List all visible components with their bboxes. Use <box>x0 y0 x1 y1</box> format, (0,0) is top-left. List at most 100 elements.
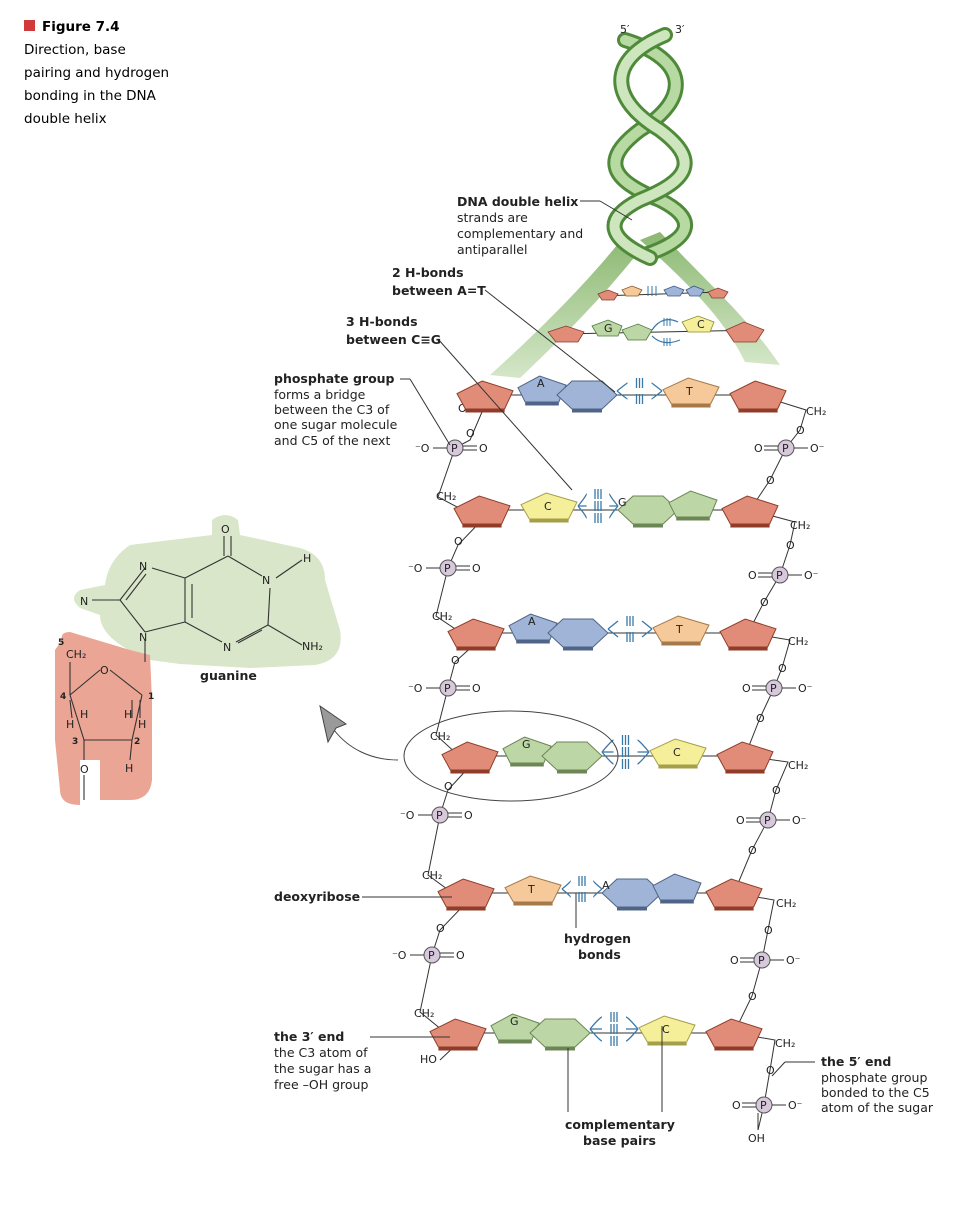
atom-ch2: CH₂ <box>432 610 452 623</box>
purine-ring-A <box>652 873 702 904</box>
atom-o-minus: ⁻O <box>415 442 430 455</box>
pyrimidine-ring-T-shape <box>662 377 720 405</box>
hbond-link <box>577 505 587 519</box>
pyrimidine-ring-C-shape <box>638 1015 696 1043</box>
deoxyribose-sugar-shape <box>456 380 514 410</box>
base-label: C <box>544 500 552 513</box>
hbond-link <box>637 751 650 765</box>
purine-ring-A-shape <box>652 873 702 901</box>
atom-o: O <box>754 442 763 455</box>
hydrogen-bonds <box>616 378 663 404</box>
deoxyribose-sugar-shape <box>447 618 505 648</box>
deoxyribose-sugar-shape <box>716 741 774 771</box>
atom-ch2: CH₂ <box>422 869 442 882</box>
hbond-link <box>641 620 653 630</box>
curved-arrow <box>333 729 399 761</box>
atom-o-minus: ⁻O <box>408 682 423 695</box>
purine-ring-G-shape <box>668 490 718 518</box>
atom-o: O <box>451 654 460 667</box>
deoxyribose-sugar-shape <box>705 1018 763 1048</box>
pyrimidine-ring-T <box>652 615 710 646</box>
atom-h: H <box>303 552 311 565</box>
pyrimidine-ring-C <box>638 1015 696 1046</box>
atom-ch2: CH₂ <box>414 1007 434 1020</box>
pyrimidine-ring-C-shape <box>520 492 578 520</box>
hbond-link <box>616 390 628 400</box>
end5-label-title: the 5′ end <box>821 1054 891 1069</box>
atom-o: O <box>772 784 781 797</box>
helix-label-line: antiparallel <box>457 242 527 257</box>
atom-o-minus: O⁻ <box>792 814 807 827</box>
phosphate-p: P <box>776 569 783 582</box>
h2-label: between A=T <box>392 283 486 298</box>
end5-label-line: phosphate group <box>821 1070 927 1085</box>
hbonds-label: bonds <box>578 947 621 962</box>
end3-label-line: the C3 atom of <box>274 1045 368 1060</box>
pyrimidine-ring-C <box>649 738 707 769</box>
deoxyribose-sugar <box>716 741 774 774</box>
phosphate-label-line: between the C3 of <box>274 402 390 417</box>
atom-o: O <box>730 954 739 967</box>
carbon-number: 4 <box>60 692 66 702</box>
purine-ring-G <box>617 495 679 528</box>
hbond-link <box>561 888 571 898</box>
leader-lines <box>362 200 815 1112</box>
purine-ring-A-shape <box>547 618 609 648</box>
hbond-link <box>609 493 619 507</box>
atom-o: O <box>742 682 751 695</box>
pyrimidine-ring-C-shape <box>649 738 707 766</box>
hbond-link <box>651 382 663 392</box>
atom-o: O <box>466 427 475 440</box>
base-label: T <box>527 883 535 896</box>
purine-ring-G-shape <box>541 741 603 771</box>
end3-label-line: free –OH group <box>274 1077 368 1092</box>
atom-ch2: CH₂ <box>806 405 826 418</box>
strand-end-3prime-top: 3′ <box>675 23 685 36</box>
purine-ring-G <box>668 490 718 521</box>
pyrimidine-ring-C <box>520 492 578 523</box>
atom-ch2: CH₂ <box>788 635 808 648</box>
hbond-link <box>601 751 614 765</box>
atom-h: H <box>138 718 146 731</box>
deoxyribose-sugar-shape <box>441 741 499 771</box>
hbond-link <box>625 1016 639 1030</box>
purine-ring-G <box>541 741 603 774</box>
hbond-link <box>589 1028 603 1042</box>
atom-o: O <box>454 535 463 548</box>
atom-o: O <box>732 1099 741 1112</box>
helix-label-line: strands are <box>457 210 528 225</box>
end3-label-line: the sugar has a <box>274 1061 371 1076</box>
atom-h: H <box>80 708 88 721</box>
hbond-link <box>577 493 587 507</box>
h3-label: 3 H-bonds <box>346 314 418 329</box>
atom-ch2: CH₂ <box>66 648 86 661</box>
atom-o: O <box>80 763 89 776</box>
pyrimidine-ring-T <box>504 875 562 906</box>
purine-ring-A <box>556 380 618 413</box>
hydrogen-bonds <box>577 489 619 523</box>
deoxyribose-sugar <box>453 495 511 528</box>
caption-line: pairing and hydrogen <box>24 65 169 81</box>
base-label: T <box>675 623 683 636</box>
base-label: T <box>685 385 693 398</box>
hbond-link <box>589 1016 603 1030</box>
atom-o: O <box>766 474 775 487</box>
atom-o: O <box>464 809 473 822</box>
purine-ring-G <box>529 1018 591 1051</box>
pyrimidine-ring-T-shape <box>652 615 710 643</box>
deoxyribose-sugar <box>721 495 779 528</box>
atom-o: O <box>100 664 109 677</box>
arrow-head <box>319 704 348 744</box>
h2-label: 2 H-bonds <box>392 265 464 280</box>
atom-o: O <box>436 922 445 935</box>
atom-o-minus: ⁻O <box>408 562 423 575</box>
phosphate-p: P <box>758 954 765 967</box>
purine-ring-G-shape <box>529 1018 591 1048</box>
base-label: C <box>697 318 705 331</box>
